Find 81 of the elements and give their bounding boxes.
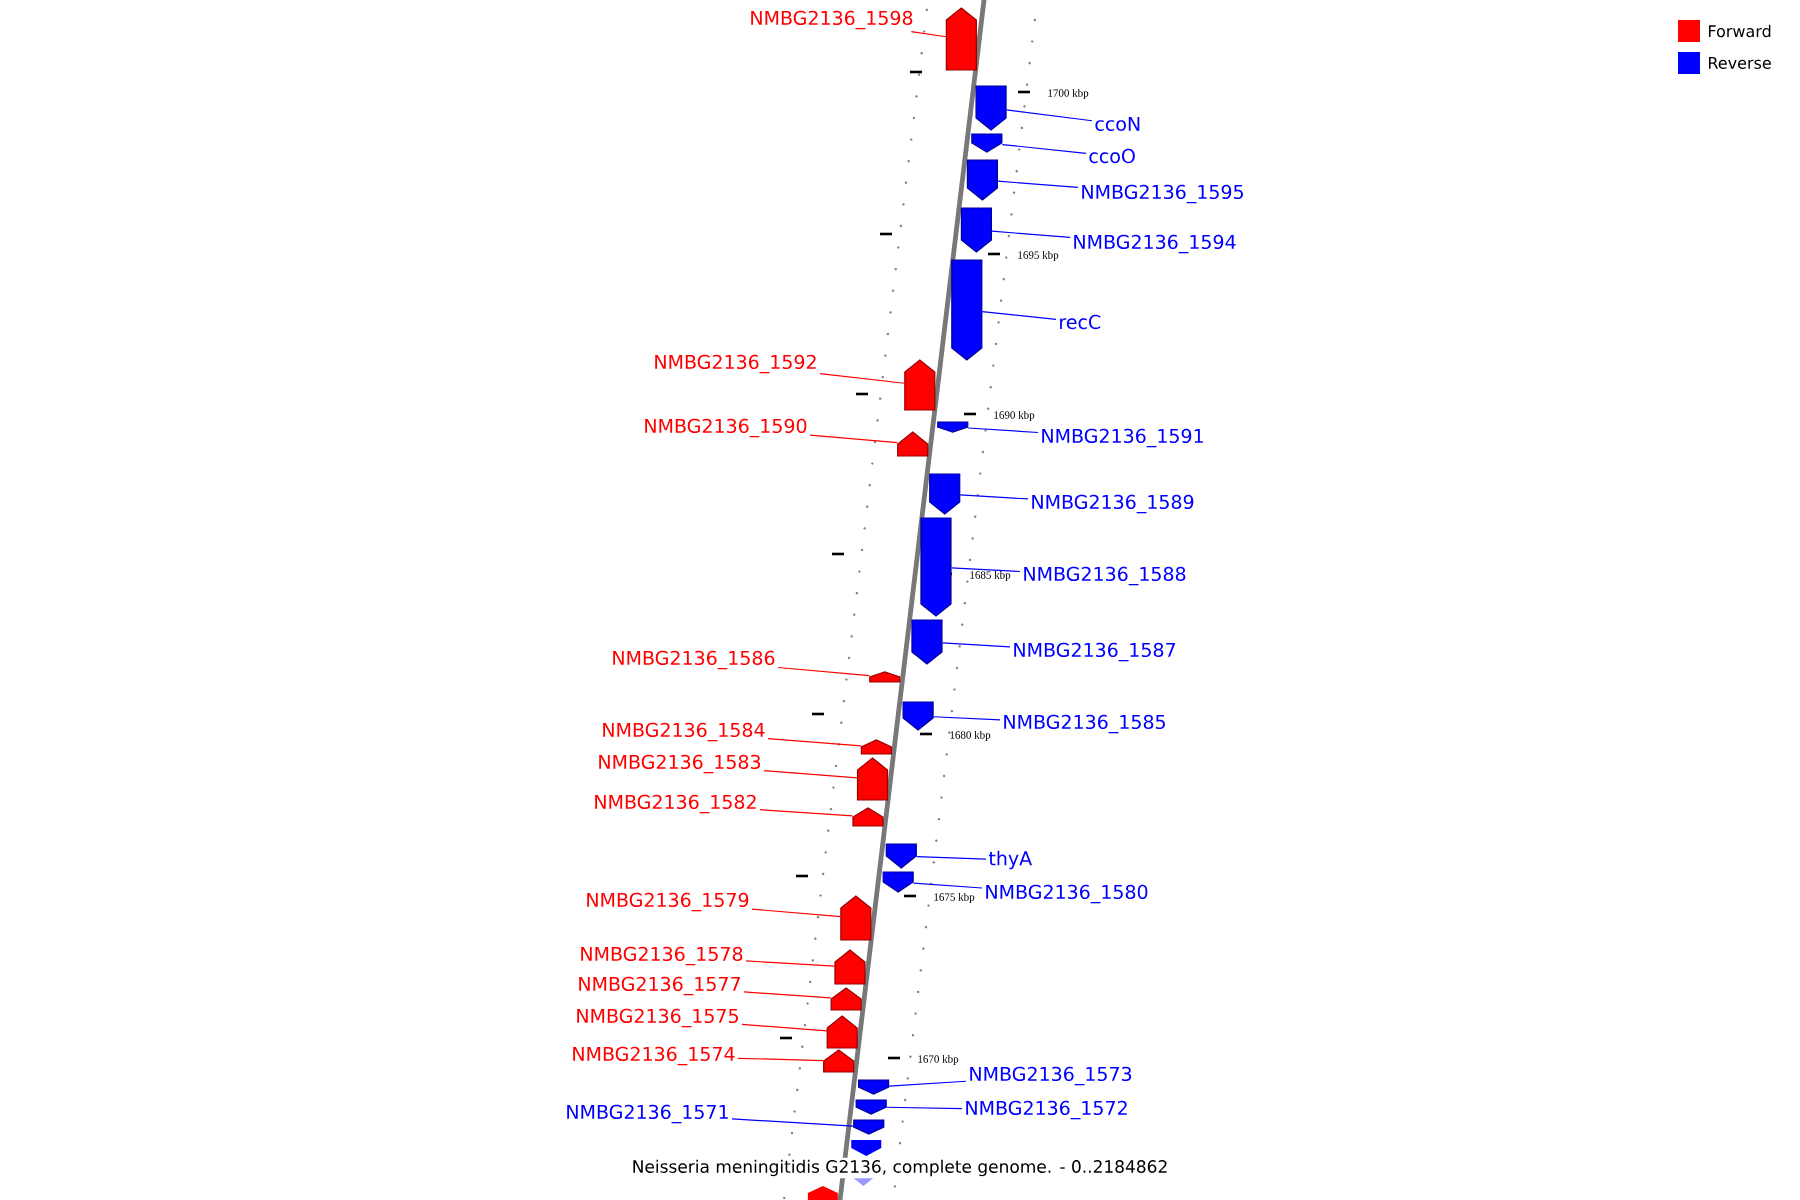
gene-label: NMBG2136_1571 xyxy=(567,1104,728,1124)
gene-block xyxy=(855,1099,887,1115)
gene-label: NMBG2136_1578 xyxy=(581,946,743,966)
leader-line xyxy=(997,180,1079,189)
gene-label: NMBG2136_1591 xyxy=(1042,428,1203,448)
gene-label: NMBG2136_1590 xyxy=(645,418,807,438)
leader-line xyxy=(941,642,1011,648)
gene-block xyxy=(826,1015,858,1049)
gene-label: NMBG2136_1598 xyxy=(751,10,913,30)
legend-label: Forward xyxy=(1709,24,1771,38)
gene-block xyxy=(966,159,998,201)
leader-line xyxy=(763,769,858,779)
gene-label: NMBG2136_1592 xyxy=(655,354,816,374)
gene-label: recC xyxy=(1060,314,1101,330)
gene-block xyxy=(869,671,901,683)
gene-label: NMBG2136_1594 xyxy=(1074,234,1236,254)
gene-block xyxy=(902,701,934,731)
leader-line xyxy=(743,991,832,999)
leader-line xyxy=(959,494,1029,500)
leader-line xyxy=(741,1023,828,1032)
leader-line xyxy=(737,1057,824,1062)
gene-label: NMBG2136_1588 xyxy=(1024,566,1186,586)
leader-line xyxy=(1005,109,1093,122)
leader-line xyxy=(912,882,983,889)
gene-block xyxy=(911,619,943,665)
leader-line xyxy=(731,1118,854,1127)
gene-block xyxy=(937,421,969,433)
leader-line xyxy=(981,311,1057,321)
leader-line xyxy=(767,737,862,747)
leader-line xyxy=(751,908,842,918)
gene-block xyxy=(882,871,914,893)
gene-block xyxy=(960,207,992,253)
caption: Neisseria meningitidis G2136, complete genome. - 0..2184862 xyxy=(629,1157,1171,1179)
gene-block xyxy=(860,739,892,755)
gene-block xyxy=(834,949,866,985)
gene-label: NMBG2136_1587 xyxy=(1014,642,1175,662)
gene-label: thyA xyxy=(988,850,1032,870)
gene-block xyxy=(885,843,917,869)
leader-line xyxy=(885,1106,963,1110)
leader-line xyxy=(745,960,836,967)
gene-block xyxy=(823,1049,855,1073)
gene-block xyxy=(951,259,983,361)
leader-line xyxy=(759,809,854,817)
gene-label: NMBG2136_1584 xyxy=(603,722,765,742)
leader-line xyxy=(991,230,1071,238)
leader-line xyxy=(1001,144,1087,154)
gene-label: NMBG2136_1585 xyxy=(1004,714,1165,734)
gene-label: ccoO xyxy=(1089,148,1135,164)
leader-line xyxy=(932,716,1001,721)
gene-block xyxy=(904,359,936,411)
gene-block xyxy=(857,1079,890,1095)
leader-line xyxy=(910,31,947,38)
gene-label: NMBG2136_1577 xyxy=(579,976,740,996)
gene-label: NMBG2136_1572 xyxy=(966,1100,1127,1120)
leader-line xyxy=(967,427,1039,434)
gene-label: ccoN xyxy=(1095,116,1140,132)
gene-block xyxy=(830,987,862,1011)
leader-line xyxy=(950,567,1021,573)
gene-block xyxy=(945,7,977,71)
gene-block xyxy=(853,1119,885,1135)
gene-label: NMBG2136_1575 xyxy=(577,1008,738,1028)
gene-label: NMBG2136_1582 xyxy=(595,794,756,814)
gene-label: NMBG2136_1579 xyxy=(587,892,749,912)
leader-line xyxy=(916,855,987,860)
leader-line xyxy=(819,373,905,384)
gene-label: NMBG2136_1583 xyxy=(599,754,761,774)
gene-block xyxy=(852,807,884,827)
legend-label: Reverse xyxy=(1709,57,1771,69)
gene-label: NMBG2136_1580 xyxy=(986,884,1148,904)
leader-line xyxy=(809,434,898,444)
gene-label: NMBG2136_1573 xyxy=(970,1066,1132,1086)
leader-line xyxy=(777,666,870,677)
gene-label: NMBG2136_1589 xyxy=(1032,494,1194,514)
gene-label: NMBG2136_1574 xyxy=(573,1046,735,1066)
gene-block xyxy=(897,431,929,457)
gene-block xyxy=(971,133,1003,153)
gene-block xyxy=(840,895,872,941)
gene-block xyxy=(929,473,961,515)
gene-label: NMBG2136_1586 xyxy=(613,650,775,670)
leader-line xyxy=(888,1080,967,1087)
gene-label: NMBG2136_1595 xyxy=(1082,184,1243,204)
